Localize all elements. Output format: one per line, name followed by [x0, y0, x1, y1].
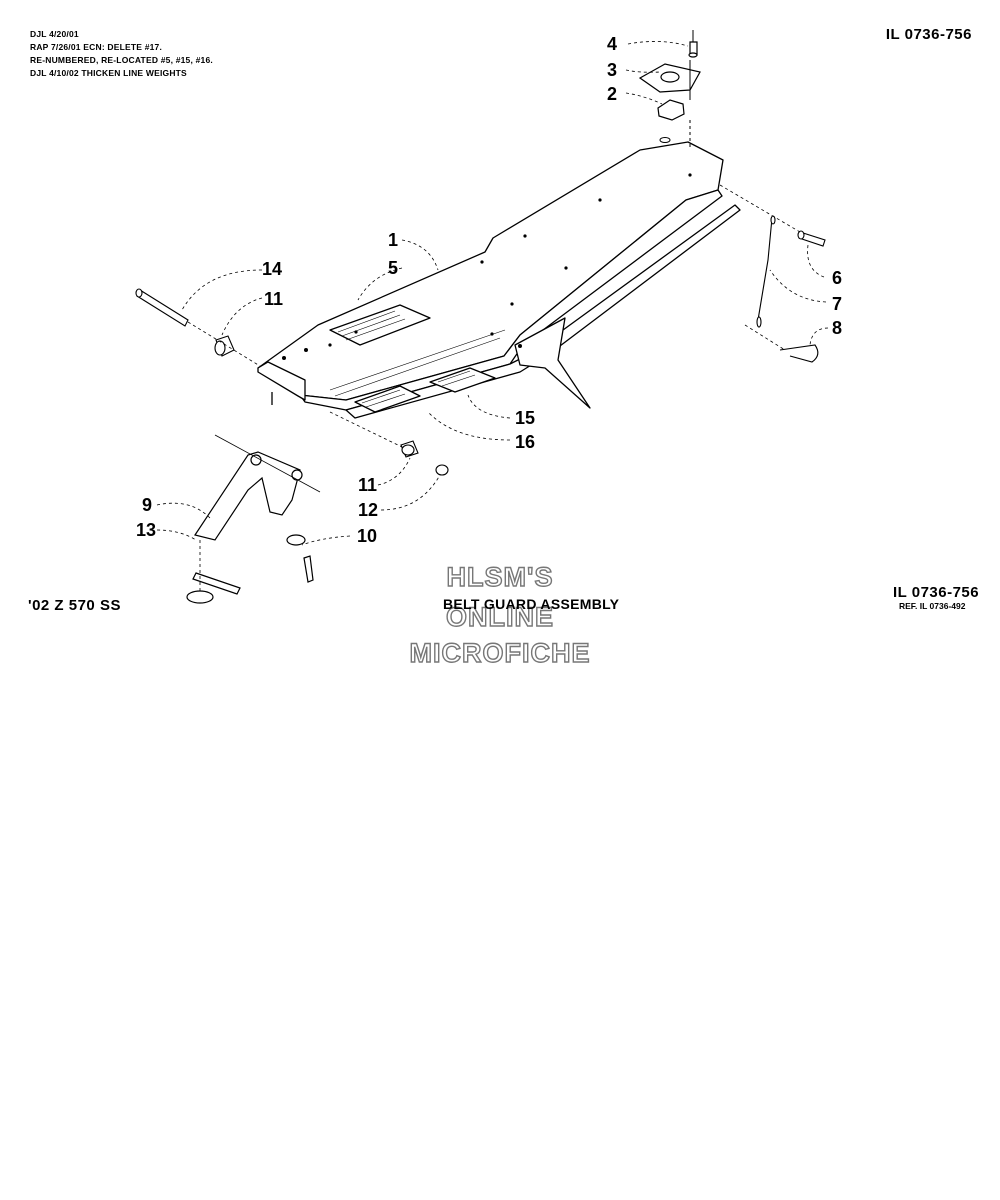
pin-14 — [136, 289, 189, 327]
revision-note: RAP 7/26/01 ECN: DELETE #17. — [30, 42, 163, 52]
washer-2 — [657, 99, 685, 121]
lanyard-7 — [757, 217, 773, 321]
model-label: '02 Z 570 SS — [28, 597, 121, 614]
callout-9: 9 — [142, 495, 153, 515]
illustration-number-top: IL 0736-756 — [885, 26, 972, 43]
reference-number: REF. IL 0736-492 — [899, 601, 966, 611]
callout-14: 14 — [262, 259, 283, 279]
bracket-9 — [194, 451, 301, 541]
callout-8: 8 — [832, 318, 843, 338]
callout-16: 16 — [515, 432, 536, 452]
callout-10: 10 — [357, 526, 378, 546]
decal-15 — [429, 367, 496, 393]
illustration-number-bottom: IL 0736-756 — [893, 584, 980, 601]
callout-5: 5 — [388, 258, 399, 278]
callout-15: 15 — [515, 408, 536, 428]
watermark-line: HLSM'S — [446, 561, 554, 592]
callout-1: 1 — [388, 230, 399, 250]
nut-12 — [435, 464, 449, 476]
callout-13: 13 — [136, 520, 157, 540]
watermark-line: MICROFICHE — [409, 637, 591, 668]
watermark-line: ONLINE — [445, 601, 554, 632]
pin-10 — [303, 555, 314, 583]
hairpin-clip-8 — [779, 344, 819, 363]
callout-11-lower: 11 — [358, 475, 378, 495]
assembly-title: BELT GUARD ASSEMBLY — [443, 596, 620, 612]
callout-11-upper: 11 — [264, 289, 284, 309]
callout-3: 3 — [607, 60, 618, 80]
callout-12: 12 — [358, 500, 379, 520]
revision-note: RE-NUMBERED, RE-LOCATED #5, #15, #16. — [30, 55, 213, 65]
callout-6: 6 — [832, 268, 843, 288]
strap-13 — [192, 572, 241, 595]
revision-note: DJL 4/10/02 THICKEN LINE WEIGHTS — [30, 68, 187, 78]
revision-notes: DJL 4/20/01 RAP 7/26/01 ECN: DELETE #17.… — [30, 28, 213, 80]
callout-4: 4 — [607, 34, 618, 54]
callout-2: 2 — [607, 84, 618, 104]
callout-7: 7 — [832, 294, 843, 314]
revision-note: DJL 4/20/01 — [30, 29, 79, 39]
decal-5 — [329, 304, 431, 346]
